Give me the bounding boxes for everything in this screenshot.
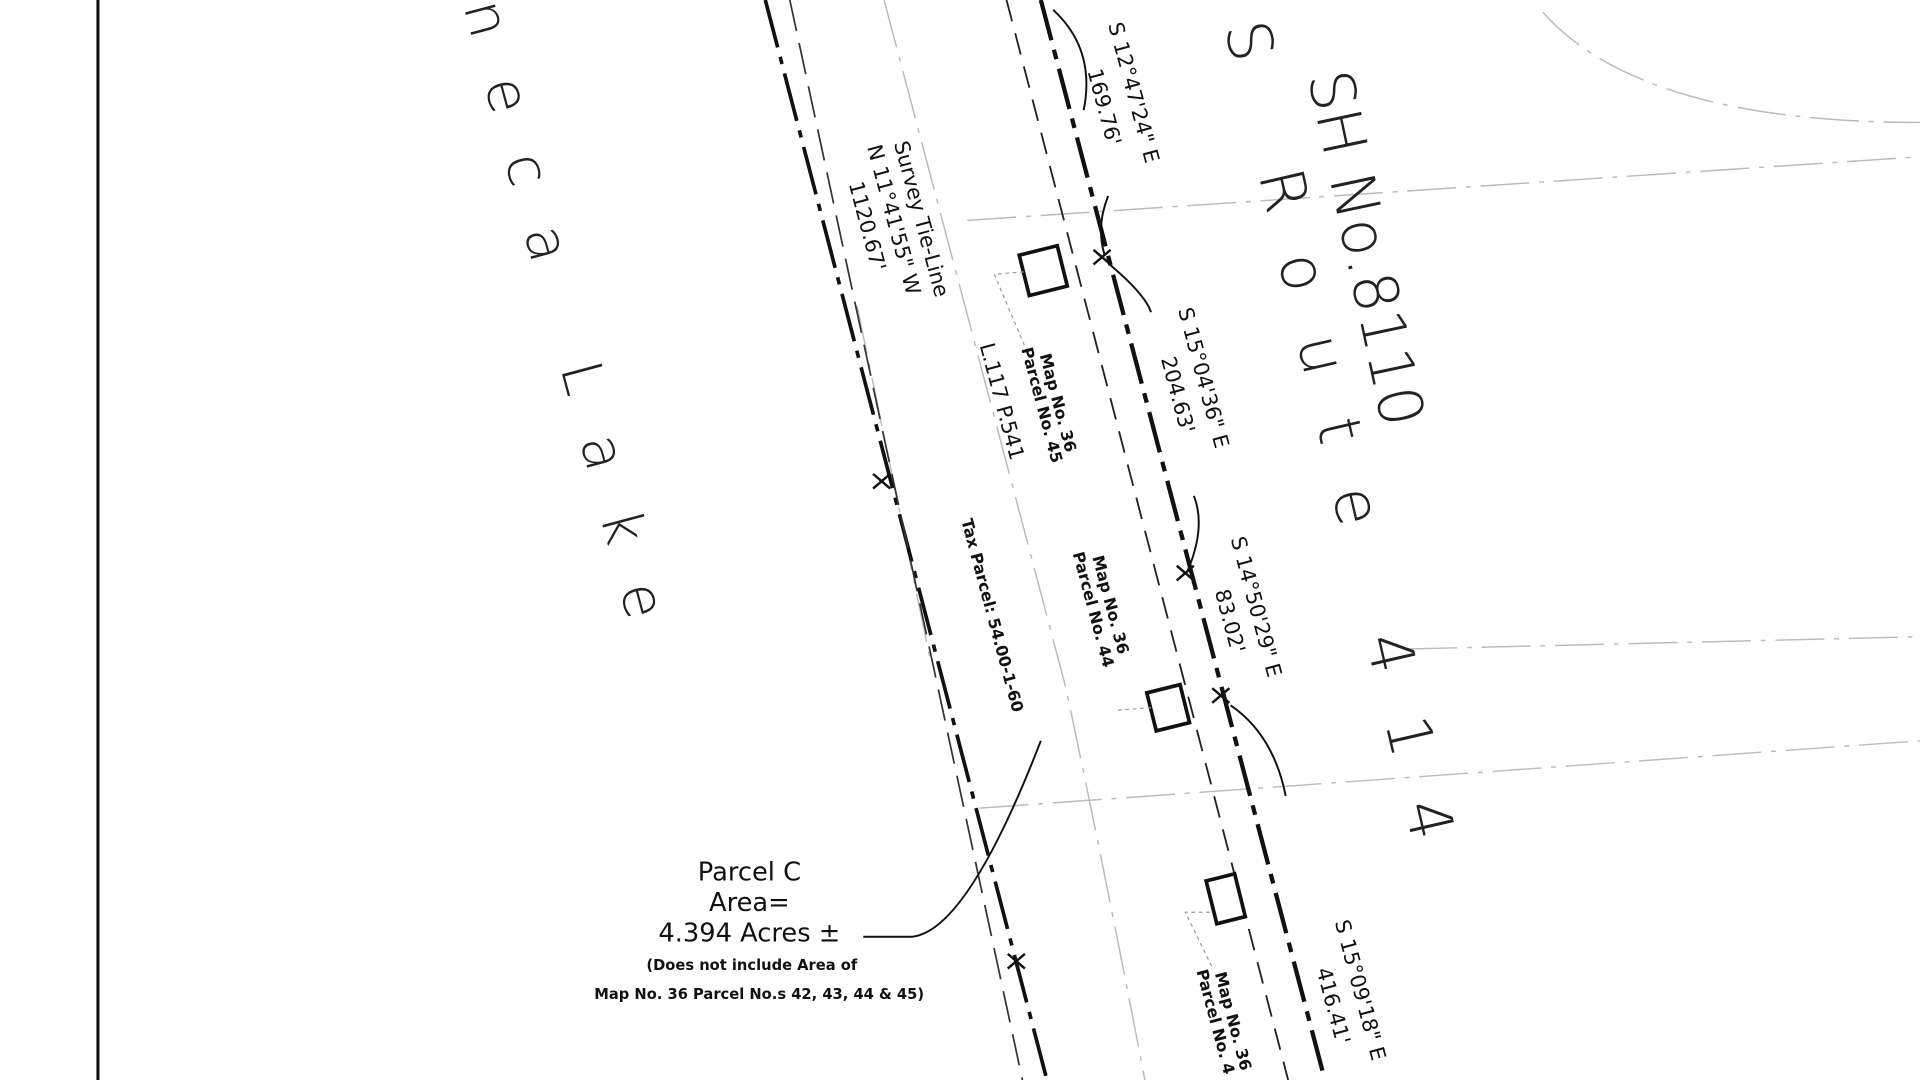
parcel-c-area-label: Area= — [709, 888, 790, 918]
leaders — [863, 9, 1287, 938]
parcel-c-title: Parcel C — [698, 857, 801, 887]
tax-parcel: Tax Parcel: 54.00-1-60 — [957, 517, 1027, 715]
box-leaders — [993, 271, 1213, 968]
parcel-c-area-value: 4.394 Acres ± — [658, 919, 840, 949]
parcel-c-note-1: (Does not include Area of — [646, 957, 857, 974]
road-line — [1038, 0, 1327, 1080]
parcel-c-note-2: Map No. 36 Parcel No.s 42, 43, 44 & 45) — [594, 986, 924, 1003]
tie-line — [788, 0, 1024, 1080]
lake-label: Seneca Lake — [409, 0, 689, 668]
parcel-c-label: Parcel C Area= 4.394 Acres ± (Does not i… — [594, 857, 924, 1003]
parcel-boxes — [1016, 243, 1248, 926]
survey-marks — [872, 248, 1231, 970]
